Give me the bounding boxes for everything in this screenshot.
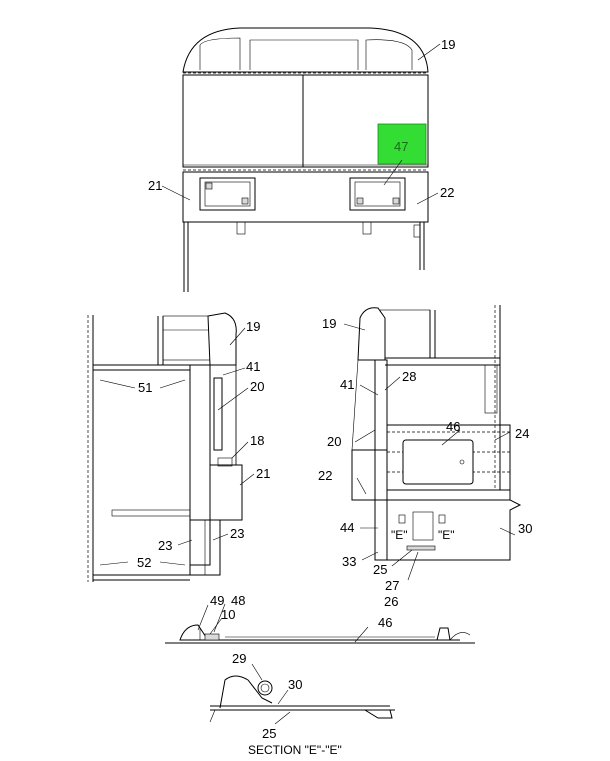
callout-22-right: 22 [318, 468, 332, 483]
callout-33: 33 [342, 554, 356, 569]
callout-10: 10 [221, 607, 235, 622]
section-e-e-view [209, 675, 395, 723]
callout-30-right: 30 [518, 521, 532, 536]
callout-22-front: 22 [440, 185, 454, 200]
callout-25-right: 25 [373, 562, 387, 577]
callout-49: 49 [210, 593, 224, 608]
callout-46-right: 46 [446, 419, 460, 434]
section-label: SECTION "E"-"E" [248, 743, 342, 757]
callout-19-right: 19 [322, 316, 336, 331]
callout-28: 28 [402, 369, 416, 384]
callout-19-front: 19 [441, 37, 455, 52]
callout-46-bottom: 46 [378, 615, 392, 630]
callout-27: 27 [385, 578, 399, 593]
front-view [182, 27, 429, 292]
door-section-view [165, 624, 475, 644]
callout-44: 44 [340, 520, 354, 535]
leader-lines [99, 43, 516, 725]
callout-26: 26 [384, 594, 398, 609]
callout-52: 52 [137, 555, 151, 570]
section-marker-e-right: "E" [438, 528, 455, 542]
highlight-part-47[interactable] [377, 123, 427, 165]
callout-19-left: 19 [246, 319, 260, 334]
callout-41-right: 41 [340, 377, 354, 392]
callout-29: 29 [232, 651, 246, 666]
callout-labels: 19 47 21 22 19 41 20 51 18 21 23 23 52 1… [137, 37, 532, 757]
callout-24: 24 [515, 426, 529, 441]
left-side-view [87, 312, 243, 582]
callout-23b: 23 [230, 526, 244, 541]
callout-18: 18 [250, 433, 264, 448]
callout-21-left: 21 [256, 466, 270, 481]
callout-41-left: 41 [246, 359, 260, 374]
callout-21-front: 21 [148, 178, 162, 193]
callout-20-left: 20 [250, 379, 264, 394]
callout-23a: 23 [158, 538, 172, 553]
section-marker-e-left: "E" [391, 528, 408, 542]
callout-51: 51 [138, 380, 152, 395]
callout-30-bottom: 30 [288, 677, 302, 692]
callout-20-right: 20 [327, 434, 341, 449]
callout-25-bottom: 25 [262, 726, 276, 741]
callout-47[interactable]: 47 [394, 139, 408, 154]
right-side-view [351, 305, 522, 561]
callout-48: 48 [231, 593, 245, 608]
